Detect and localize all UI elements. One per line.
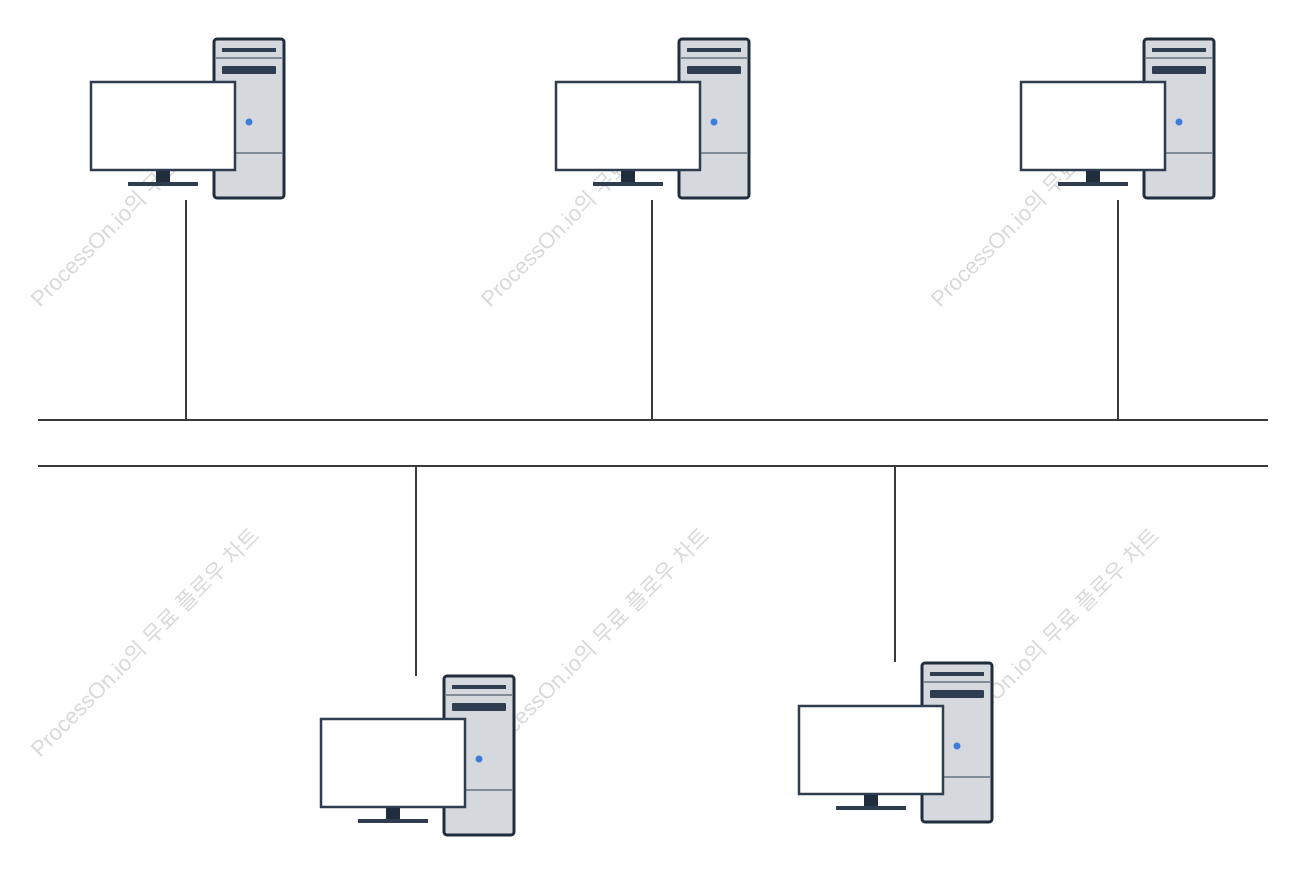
drive-slot [1152,48,1206,52]
monitor-screen [797,704,945,796]
drive-bay [222,66,276,74]
network-bus [38,419,1268,467]
drive-bay [687,66,741,74]
watermark-text: ProcessOn.io의 무료 플로우 차트 [26,523,265,762]
drive-slot [222,48,276,52]
desktop-computer-icon [89,37,286,200]
power-led [1175,118,1183,126]
connection-cables [185,200,1119,676]
power-led [475,755,483,763]
drive-bay [452,703,506,711]
desktop-computer-icon [554,37,751,200]
power-led [245,118,253,126]
monitor-base [358,819,428,823]
monitor-screen [554,80,702,172]
desktop-computer-icon [1019,37,1216,200]
monitor-screen [1019,80,1167,172]
monitor-base [128,182,198,186]
monitor-base [593,182,663,186]
monitor-neck [621,171,635,183]
monitor-neck [864,795,878,807]
monitor-neck [156,171,170,183]
monitor-screen [89,80,237,172]
desktop-computer-icon [797,661,994,824]
monitor-base [1058,182,1128,186]
drive-bay [1152,66,1206,74]
power-led [953,742,961,750]
drive-slot [687,48,741,52]
monitor-neck [1086,171,1100,183]
drive-slot [452,685,506,689]
drive-slot [930,672,984,676]
monitor-neck [386,808,400,820]
monitor-base [836,806,906,810]
watermark-layer: ProcessOn.io의 무료 플로우 차트 ProcessOn.io의 무료… [26,73,1165,762]
desktop-computer-icon [319,674,516,837]
monitor-screen [319,717,467,809]
power-led [710,118,718,126]
drive-bay [930,690,984,698]
